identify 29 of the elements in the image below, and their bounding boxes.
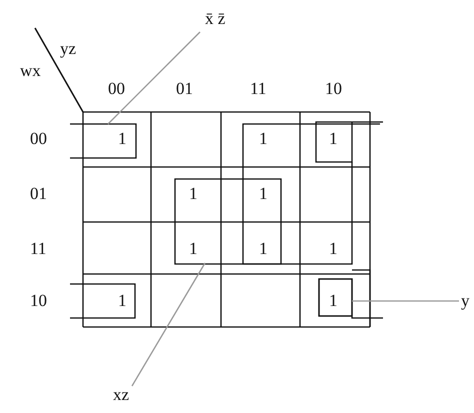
term-label: xz (113, 386, 130, 404)
leader-line (131, 262, 206, 386)
row-header: 01 (30, 185, 47, 203)
cell-value: 1 (118, 292, 126, 310)
term-label: x̄ z̄ (205, 10, 226, 28)
column-header: 01 (176, 80, 193, 98)
cell-value: 1 (189, 240, 198, 258)
cell-value: 1 (118, 130, 126, 148)
cell-value: 1 (259, 240, 268, 258)
axis-label: wx (20, 62, 41, 80)
leader-line (108, 32, 200, 124)
cell-value: 1 (329, 130, 338, 148)
cell-value: 1 (329, 240, 338, 258)
leader-line (352, 300, 459, 302)
column-header: 10 (325, 80, 342, 98)
column-header: 11 (250, 80, 266, 98)
grouping-loop (318, 278, 353, 317)
term-label: y (461, 292, 470, 310)
row-header: 10 (30, 292, 47, 310)
cell-value: 1 (259, 185, 268, 203)
cell-value: 1 (329, 292, 338, 310)
cell-value: 1 (259, 130, 268, 148)
grouping-loop (174, 178, 282, 265)
cell-value: 1 (189, 185, 198, 203)
grouping-loop (70, 123, 137, 159)
column-header: 00 (108, 80, 125, 98)
axis-label: yz (60, 40, 76, 58)
row-header: 00 (30, 130, 47, 148)
row-header: 11 (30, 240, 46, 258)
